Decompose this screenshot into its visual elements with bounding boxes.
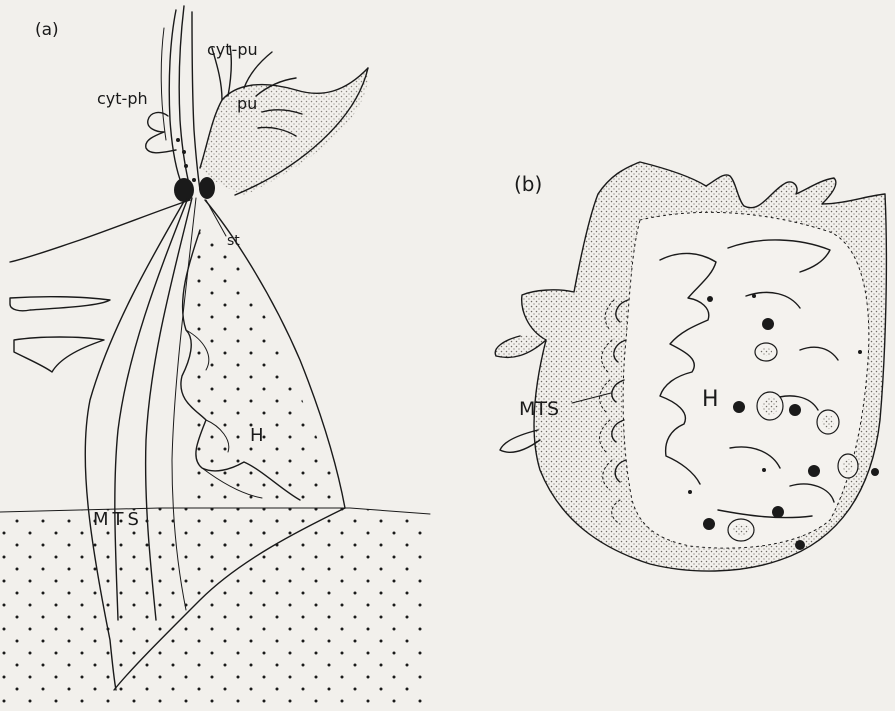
granule-left	[174, 178, 194, 202]
label-mts-a: MTS	[93, 509, 143, 530]
granule	[688, 490, 692, 494]
stalk-filament-3	[192, 12, 200, 190]
hyaloplasm-dotted-interior	[192, 210, 342, 560]
granule	[733, 401, 745, 413]
label-st: st	[227, 233, 240, 249]
granule	[703, 518, 715, 530]
granule	[858, 350, 862, 354]
granule-right	[199, 177, 215, 199]
granule	[789, 404, 801, 416]
stalk-dot	[192, 178, 196, 182]
granule	[707, 296, 713, 302]
granule	[808, 465, 820, 477]
nucleus	[728, 519, 754, 541]
nucleus	[817, 410, 839, 434]
label-pu: pu	[237, 94, 257, 113]
granule	[752, 294, 756, 298]
panel-b-label: (b)	[514, 172, 542, 196]
granule	[871, 468, 879, 476]
granule	[795, 540, 805, 550]
label-mts-b: MTS	[519, 398, 559, 420]
granule	[762, 318, 774, 330]
stalk-dot	[184, 164, 188, 168]
stalk-filament-4	[161, 28, 166, 140]
nucleus	[755, 343, 777, 361]
left-lamella-edge	[10, 200, 190, 262]
panel-a: (a)	[0, 6, 430, 711]
stalk-dot	[182, 150, 186, 154]
label-cyt-ph: cyt-ph	[97, 89, 148, 108]
stalk-dot	[176, 138, 180, 142]
granule	[762, 468, 766, 472]
nucleus	[757, 392, 783, 420]
label-h-b: H	[702, 387, 719, 412]
stalk-filament-2	[179, 6, 190, 188]
nucleus	[838, 454, 858, 478]
label-cyt-pu: cyt-pu	[207, 40, 258, 59]
panel-b: (b)	[495, 162, 886, 571]
panel-a-label: (a)	[35, 20, 59, 40]
left-lobe-upper	[10, 297, 110, 311]
granule	[772, 506, 784, 518]
stalk-filament-1	[169, 10, 182, 185]
label-h-a: H	[250, 425, 264, 446]
left-lobe-lower	[14, 337, 104, 372]
